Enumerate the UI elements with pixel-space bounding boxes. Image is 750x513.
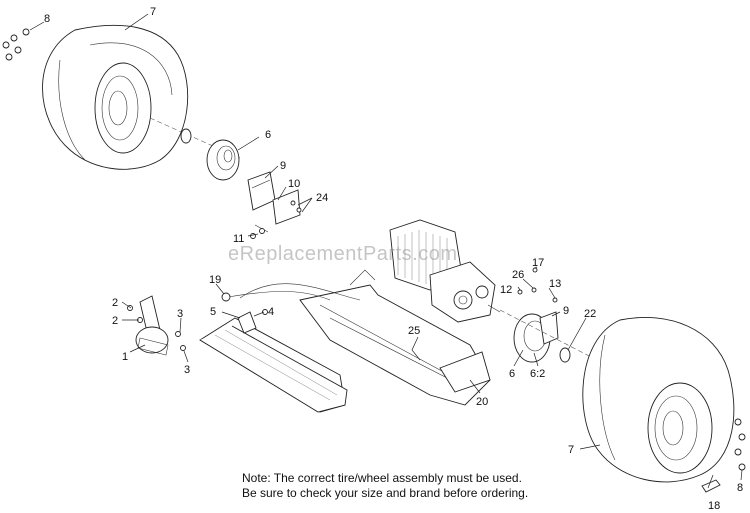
lug-nuts-right [701,418,746,493]
engine-transaxle [389,219,558,323]
callout-5: 5 [210,306,216,318]
cable-assembly [221,291,331,334]
hub-upper [180,128,240,181]
callout-3-bottom: 3 [184,364,190,376]
ordering-note: Note: The correct tire/wheel assembly mu… [242,471,528,501]
callout-26: 26 [512,269,524,281]
callout-1: 1 [122,351,128,363]
callout-7-lower: 7 [568,444,574,456]
callout-2-bottom: 2 [112,315,118,327]
control-lever-assembly [127,295,186,356]
callout-18: 18 [708,500,720,512]
note-line-2: Be sure to check your size and brand bef… [242,486,529,500]
callout-6-2: 6:2 [530,368,545,380]
callout-9-upper: 9 [280,160,286,172]
callout-24: 24 [316,192,328,204]
callout-4: 4 [268,306,274,318]
callout-6-right: 6 [509,368,515,380]
rear-tire-right [582,317,735,483]
callout-17: 17 [532,257,544,269]
callout-13: 13 [549,278,561,290]
brake-bracket [247,171,302,239]
callout-19: 19 [209,274,221,286]
callout-22: 22 [584,308,596,320]
watermark: eReplacementParts.com [228,243,458,265]
callout-7-upper: 7 [150,6,156,18]
leader-lines [29,13,743,489]
callout-8-lower: 8 [737,482,743,494]
callout-2-top: 2 [112,297,118,309]
rear-tire-left [42,24,189,170]
callout-8-upper: 8 [44,13,50,25]
callout-9-right: 9 [563,305,569,317]
callout-labels: 7 8 6 9 10 24 11 19 5 4 2 2 3 3 1 25 20 … [44,6,743,512]
callout-3-top: 3 [177,308,183,320]
callout-20: 20 [476,396,488,408]
frame-assembly [199,269,491,413]
callout-12: 12 [500,284,512,296]
callout-25: 25 [408,325,420,337]
callout-6-upper: 6 [265,129,271,141]
note-line-1: Note: The correct tire/wheel assembly mu… [242,471,522,485]
callout-10: 10 [288,178,300,190]
lug-nuts-left [2,28,30,61]
callout-11: 11 [233,233,244,245]
